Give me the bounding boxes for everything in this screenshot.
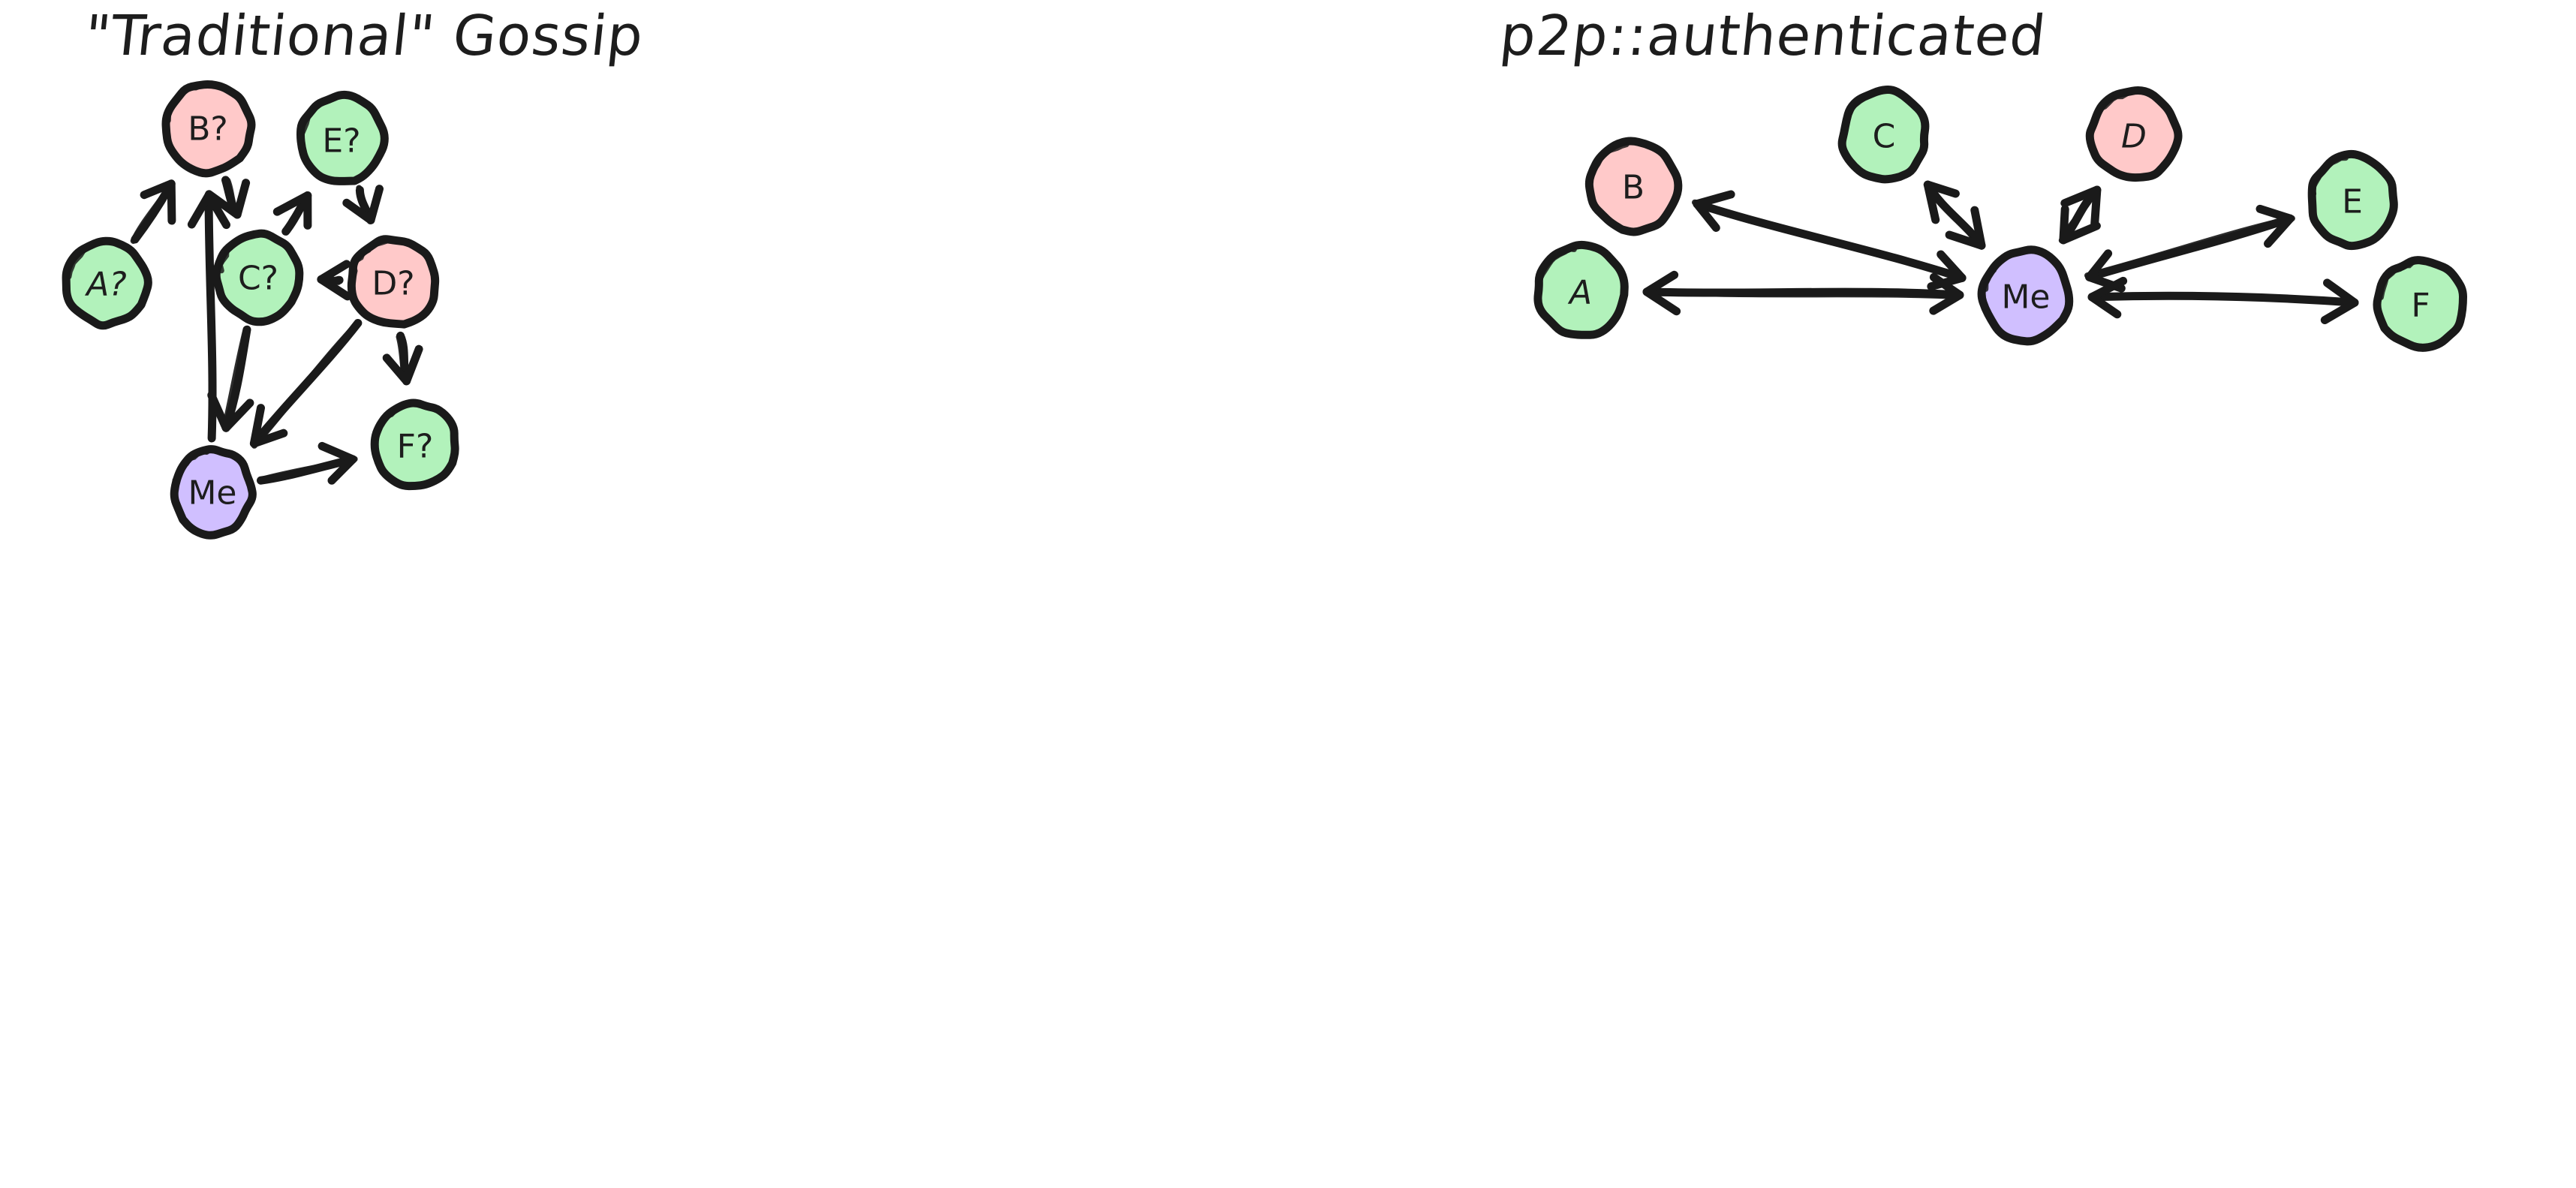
node-p2p-authenticated-f[interactable]: F [2373,256,2467,352]
node-p2p-authenticated-me[interactable]: Me [1977,245,2074,346]
node-p2p-authenticated-e[interactable]: E [2307,149,2398,251]
node-traditional-gossip-b[interactable]: B? [161,80,256,178]
edge-traditional-gossip-d-to-f [382,331,423,386]
edge-p2p-authenticated-me-to-e [2084,204,2295,293]
node-traditional-gossip-e[interactable]: E? [296,90,389,185]
edge-traditional-gossip-b-to-c [205,176,251,219]
edge-p2p-authenticated-me-to-f [2087,276,2359,324]
node-label-f: F? [397,428,434,466]
edge-traditional-gossip-d-to-me [249,319,363,449]
node-label-b: B? [188,110,228,149]
edge-traditional-gossip-c-to-me [207,325,254,432]
node-p2p-authenticated-b[interactable]: B [1584,137,1683,236]
node-label-a: A [1567,274,1592,312]
node-label-d: D? [372,265,414,303]
node-label-me: Me [188,474,236,513]
node-traditional-gossip-d[interactable]: D? [347,235,440,329]
edge-p2p-authenticated-me-to-b [1692,190,1967,291]
node-label-e: E? [322,122,360,161]
node-label-e: E [2342,183,2363,221]
node-p2p-authenticated-c[interactable]: C [1837,85,1930,184]
node-label-f: F [2411,287,2430,325]
node-traditional-gossip-a[interactable]: A? [62,236,152,330]
edge-p2p-authenticated-me-to-d [2058,185,2102,245]
node-label-c: C? [238,260,278,298]
edge-traditional-gossip-d-to-c [317,260,352,301]
node-label-me: Me [2001,278,2050,317]
edge-traditional-gossip-me-to-f [257,441,358,485]
edge-p2p-authenticated-me-to-c [1923,180,1986,250]
edge-traditional-gossip-me-to-b [187,191,230,443]
edge-traditional-gossip-c-to-e [272,191,312,236]
node-label-a: A? [84,266,126,304]
node-traditional-gossip-f[interactable]: F? [370,399,459,491]
edges-layer [130,176,2359,485]
edge-p2p-authenticated-me-to-a [1642,270,1964,316]
nodes-layer: B? E? A? C? D? F? Me B C D E A Me F [62,80,2467,540]
node-label-b: B [1622,169,1645,207]
node-traditional-gossip-c[interactable]: C? [212,229,304,326]
node-p2p-authenticated-d[interactable]: D [2085,86,2183,182]
node-label-d: D [2121,118,2147,156]
edge-traditional-gossip-a-to-b [130,179,176,244]
edge-traditional-gossip-e-to-d [342,185,384,224]
node-traditional-gossip-me[interactable]: Me [170,445,257,540]
node-p2p-authenticated-a[interactable]: A [1533,240,1629,339]
node-label-c: C [1873,118,1896,156]
